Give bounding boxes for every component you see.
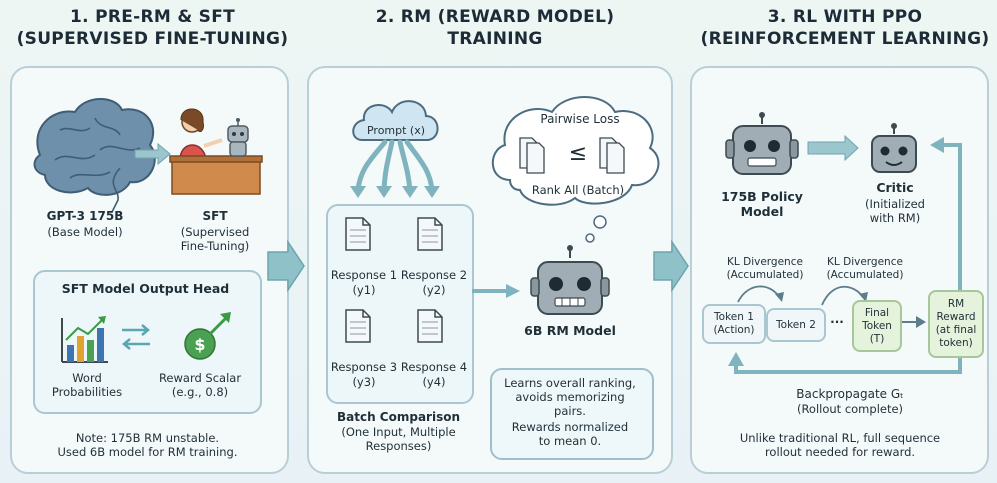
sft-output-head-box: [33, 270, 262, 414]
stage1-note-2: Used 6B model for RM training.: [57, 445, 238, 459]
critic-label: Critic: [876, 180, 914, 195]
stage2-title-line1: 2. RM (REWARD MODEL): [375, 7, 615, 27]
stage3-title-line2: (REINFORCEMENT LEARNING): [700, 29, 990, 49]
reward-scalar-example: (e.g., 0.8): [171, 385, 229, 399]
rm-reward-label-1: RM: [947, 298, 965, 310]
prompt-label: Prompt (x): [366, 124, 426, 137]
stage3-note-1: Unlike traditional RL, full sequence: [739, 431, 941, 445]
final-token-box: Final Token (T): [852, 300, 902, 352]
rm-note-1: Learns overall ranking,: [504, 376, 636, 390]
stage1-title: 1. PRE-RM & SFT (SUPERVISED FINE-TUNING): [15, 6, 290, 50]
final-token-label-1: Final: [864, 306, 890, 319]
leq-symbol: ≤: [568, 141, 588, 166]
backprop-label: Backpropagate Gₜ: [796, 387, 904, 401]
sft-sub-1: (Supervised: [180, 225, 250, 239]
batch-sub-2: Responses): [365, 439, 432, 453]
response-2-label: Response 2: [400, 268, 468, 282]
final-token-label-2: Token: [862, 319, 892, 332]
rm-reward-label-3: (at final: [935, 324, 977, 336]
stage3-title-line1: 3. RL WITH PPO: [767, 7, 923, 27]
stage2-title-line2: TRAINING: [447, 29, 543, 49]
token-1-box: Token 1 (Action): [702, 304, 766, 344]
rm-note-box: [490, 368, 654, 460]
response-1-id: (y1): [352, 283, 376, 297]
base-model-sub: (Base Model): [47, 225, 123, 239]
big-arrow-1: [267, 239, 305, 293]
rollout-label: (Rollout complete): [796, 402, 904, 416]
response-4-label: Response 4: [400, 360, 468, 374]
response-4-id: (y4): [422, 375, 446, 389]
kl2-label-1: KL Divergence: [827, 256, 903, 268]
stage3-note-2: rollout needed for reward.: [764, 445, 916, 459]
critic-sub-2: with RM): [869, 211, 921, 225]
rm-model-label: 6B RM Model: [524, 323, 616, 338]
svg-text:$: $: [194, 335, 205, 354]
response-2-id: (y2): [422, 283, 446, 297]
batch-sub-1: (One Input, Multiple: [341, 425, 456, 439]
rm-reward-label-2: Reward: [936, 311, 976, 323]
kl2-label-2: (Accumulated): [826, 269, 904, 281]
response-3-label: Response 3: [330, 360, 398, 374]
rm-note-3: pairs.: [554, 404, 586, 418]
stage1-note-1: Note: 175B RM unstable.: [75, 431, 220, 445]
big-arrow-2: [653, 239, 689, 293]
kl1-label-2: (Accumulated): [726, 269, 804, 281]
rm-note-2: avoids memorizing: [515, 390, 625, 404]
sft-sub-2: Fine-Tuning): [180, 239, 250, 253]
sft-label: SFT: [202, 209, 228, 223]
rm-reward-label-4: token): [939, 337, 973, 349]
stage1-title-line2: (SUPERVISED FINE-TUNING): [16, 29, 289, 49]
token-ellipsis: ···: [830, 315, 844, 329]
critic-sub-1: (Initialized: [865, 197, 925, 211]
token-1-sub: (Action): [713, 324, 755, 336]
word-prob-1: Word: [72, 371, 102, 385]
base-model-label: GPT-3 175B: [46, 209, 124, 223]
rm-note-5: to mean 0.: [538, 434, 602, 448]
policy-label-1: 175B Policy: [721, 189, 803, 204]
rm-note-4: Rewards normalized: [511, 420, 629, 434]
kl1-label-1: KL Divergence: [727, 256, 803, 268]
word-prob-2: Probabilities: [51, 385, 123, 399]
rm-reward-box: RM Reward (at final token): [928, 290, 984, 358]
response-1-label: Response 1: [330, 268, 398, 282]
stage3-title: 3. RL WITH PPO (REINFORCEMENT LEARNING): [700, 6, 990, 50]
token-2-box: Token 2: [766, 308, 826, 342]
sft-output-head-title: SFT Model Output Head: [61, 281, 230, 296]
batch-title: Batch Comparison: [336, 410, 461, 424]
stage1-title-line1: 1. PRE-RM & SFT: [69, 7, 236, 27]
response-3-id: (y3): [352, 375, 376, 389]
rank-all-label: Rank All (Batch): [531, 183, 625, 197]
pairwise-loss-label: Pairwise Loss: [540, 112, 620, 126]
token-2-label: Token 2: [776, 318, 816, 331]
reward-scalar-label: Reward Scalar: [158, 371, 242, 385]
stage2-title: 2. RM (REWARD MODEL) TRAINING: [340, 6, 650, 50]
final-token-label-3: (T): [869, 332, 885, 345]
policy-label-2: Model: [740, 204, 784, 219]
token-1-label: Token 1: [714, 311, 754, 323]
